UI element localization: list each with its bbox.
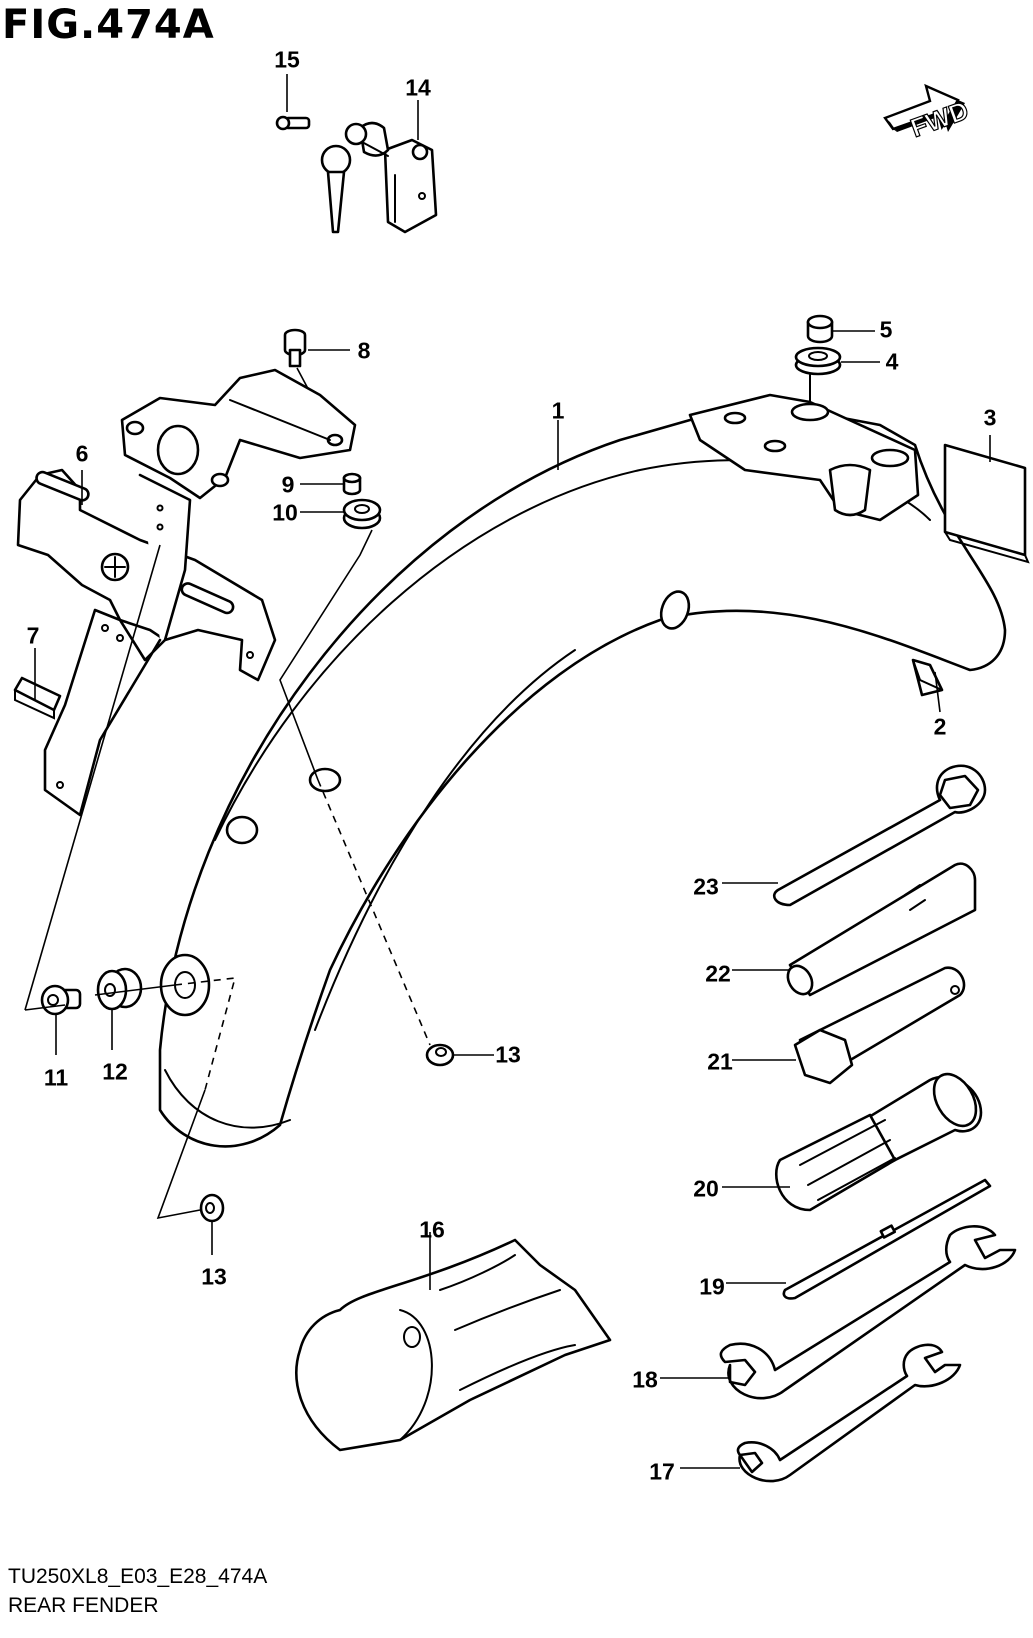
callout-2: 2 [933, 713, 947, 740]
part-12-cushion[interactable] [96, 967, 143, 1011]
part-1-rear-fender[interactable] [158, 374, 1007, 1148]
part-15-screw[interactable] [275, 115, 311, 131]
callout-23: 23 [693, 873, 719, 900]
callout-20: 20 [693, 1175, 719, 1202]
part-21-socket[interactable] [793, 966, 966, 1085]
part-13-nut-upper[interactable] [425, 1043, 455, 1067]
figure-code: TU250XL8_E03_E28_474A [8, 1565, 268, 1588]
callout-9: 9 [281, 471, 295, 498]
part-9-nut[interactable] [342, 472, 362, 496]
part-10-cushion[interactable] [342, 498, 382, 530]
callout-14: 14 [405, 74, 431, 101]
callout-7: 7 [26, 622, 40, 649]
part-5-collar[interactable] [806, 314, 834, 344]
fwd-label: FWD [907, 95, 973, 143]
callout-4: 4 [885, 348, 899, 375]
callout-8: 8 [357, 337, 371, 364]
callout-15: 15 [274, 46, 300, 73]
figure-caption: REAR FENDER [8, 1594, 159, 1617]
figure-title: FIG.474A [2, 2, 215, 48]
part-6-license-bracket[interactable] [16, 468, 277, 817]
callout-11: 11 [43, 1064, 69, 1091]
callout-13-lower: 13 [201, 1263, 227, 1290]
callout-13-upper: 13 [495, 1041, 521, 1068]
callout-5: 5 [879, 316, 893, 343]
part-11-collar[interactable] [40, 984, 82, 1016]
part-2-clip[interactable] [911, 658, 944, 697]
part-16-tool-bag[interactable] [295, 1238, 612, 1452]
callout-17: 17 [649, 1458, 675, 1485]
callout-6: 6 [75, 440, 89, 467]
part-8-bolt[interactable] [283, 328, 307, 368]
callout-22: 22 [705, 960, 731, 987]
callout-leaders [34, 74, 991, 1469]
callout-12: 12 [102, 1058, 128, 1085]
part-17-wrench[interactable] [736, 1343, 962, 1483]
part-7-pad[interactable] [13, 676, 62, 720]
part-23-box-wrench[interactable] [773, 764, 987, 907]
callout-19: 19 [699, 1273, 725, 1300]
upper-mounting-plate[interactable] [120, 368, 357, 500]
callout-1: 1 [551, 397, 565, 424]
part-4-grommet[interactable] [794, 346, 842, 376]
callout-3: 3 [983, 404, 997, 431]
part-13-nut-lower[interactable] [199, 1193, 225, 1223]
callout-18: 18 [632, 1366, 658, 1393]
part-14-seat-lock[interactable] [320, 121, 438, 234]
part-3-pad[interactable] [943, 443, 1030, 564]
forward-direction-marker [883, 83, 965, 132]
part-22-extension-bar[interactable] [783, 862, 977, 999]
assembly-lines [24, 529, 431, 1220]
part-18-wrench[interactable] [719, 1225, 1017, 1400]
callout-16: 16 [419, 1216, 445, 1243]
part-20-screwdriver-handle[interactable] [775, 1067, 984, 1212]
part-19-screwdriver-bit[interactable] [782, 1178, 992, 1300]
callout-10: 10 [272, 499, 298, 526]
callout-21: 21 [707, 1048, 733, 1075]
